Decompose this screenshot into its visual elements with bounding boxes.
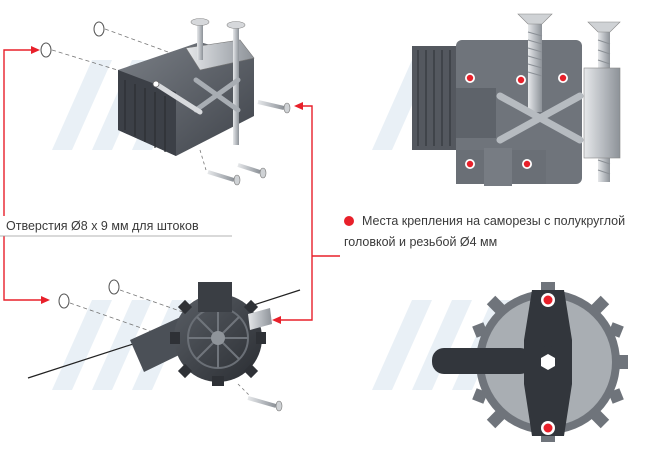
mount-label-line1: Места крепления на саморезы с полукругло… <box>362 214 626 228</box>
gear-exploded-view <box>27 279 301 412</box>
mount-point-icon <box>558 73 568 83</box>
bracket-exploded-view <box>40 18 291 186</box>
holes-label: Отверстия Ø8 x 9 мм для штоков <box>6 219 199 233</box>
hole-outline-icon <box>108 279 120 295</box>
mount-screw <box>257 100 291 114</box>
mount-label-line2: головкой и резьбой Ø4 мм <box>344 235 498 249</box>
mount-point-icon <box>465 73 475 83</box>
mount-screw <box>237 163 267 179</box>
mount-screw <box>247 396 283 412</box>
hole-outline-icon <box>40 42 52 58</box>
mount-point-icon <box>522 159 532 169</box>
mount-point-icon <box>541 421 555 435</box>
hole-outline-icon <box>58 293 70 309</box>
gear-front-view <box>432 282 628 442</box>
mount-screw <box>199 149 241 186</box>
mount-point-icon <box>516 75 526 85</box>
mount-point-icon <box>465 159 475 169</box>
red-dot-icon <box>344 216 354 226</box>
mount-point-icon <box>541 293 555 307</box>
hole-outline-icon <box>93 21 105 37</box>
connector-lines <box>3 46 340 324</box>
mount-points-label: Места крепления на саморезы с полукругло… <box>344 211 625 253</box>
bracket-front-view <box>412 13 621 186</box>
